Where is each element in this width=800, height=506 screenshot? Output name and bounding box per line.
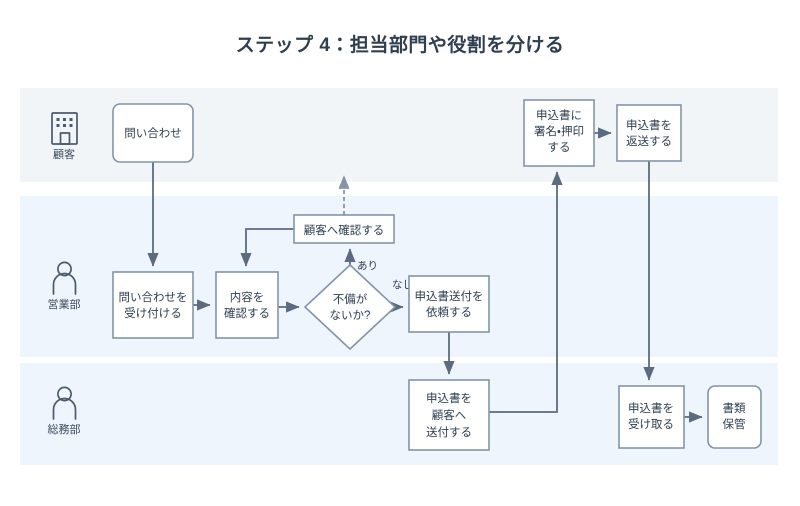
- node-check-content-line1: 内容を: [230, 290, 265, 304]
- lane-label-admin: 総務部: [48, 422, 81, 436]
- node-sign-seal-line1: 申込書に: [536, 108, 582, 122]
- node-send-back-line1: 申込書を: [626, 118, 672, 132]
- node-request-form[interactable]: 申込書送付を 依頼する: [408, 275, 490, 333]
- node-request-form-line1: 申込書送付を: [415, 289, 484, 303]
- node-receive-inquiry[interactable]: 問い合わせを 受け付ける: [112, 271, 194, 339]
- node-defect-check[interactable]: 不備が ないか?: [303, 263, 397, 351]
- node-check-content[interactable]: 内容を 確認する: [215, 271, 279, 339]
- node-send-form-line3: 送付する: [426, 425, 472, 439]
- node-store-docs-line1: 書類: [723, 401, 746, 415]
- node-receive-form-line1: 申込書を: [628, 401, 674, 415]
- node-request-form-line2: 依頼する: [426, 306, 472, 319]
- node-receive-form-line2: 受け取る: [628, 418, 674, 431]
- node-send-form-line2: 顧客へ: [432, 408, 467, 422]
- node-store-docs-line2: 保管: [723, 417, 746, 431]
- building-icon: [51, 112, 78, 145]
- node-sign-seal-line2: 署名・押印: [534, 124, 584, 138]
- node-receive-inquiry-line1: 問い合わせを: [119, 291, 188, 304]
- node-receive-inquiry-line2: 受け付ける: [124, 307, 182, 320]
- edge-confirm-to-check: [240, 228, 294, 267]
- node-send-form[interactable]: 申込書を 顧客へ 送付する: [408, 379, 490, 451]
- lane-label-customer: 顧客: [53, 147, 75, 161]
- node-check-content-line2: 確認する: [224, 306, 270, 320]
- person-icon: [52, 386, 77, 420]
- person-icon: [52, 261, 77, 295]
- node-confirm-customer[interactable]: 顧客へ確認する: [293, 214, 395, 244]
- node-store-docs[interactable]: 書類 保管: [707, 385, 762, 449]
- edge-send-to-sign: [489, 171, 563, 413]
- node-defect-check-line1: 不備が: [333, 292, 368, 306]
- node-send-form-line1: 申込書を: [426, 391, 472, 405]
- node-confirm-customer-label: 顧客へ確認する: [304, 223, 385, 237]
- node-inquiry[interactable]: 問い合わせ: [112, 103, 194, 163]
- node-defect-check-line2: ないか?: [330, 309, 371, 322]
- node-sign-seal-line3: する: [548, 141, 571, 154]
- page-title: ステップ 4：担当部門や役割を分ける: [235, 35, 565, 56]
- node-send-back[interactable]: 申込書を 返送する: [616, 104, 682, 162]
- edge-label-nashi: なし: [392, 279, 413, 291]
- node-receive-form[interactable]: 申込書を 受け取る: [618, 385, 685, 449]
- node-sign-seal[interactable]: 申込書に 署名・押印 する: [523, 99, 595, 167]
- edge-label-ari: あり: [357, 260, 378, 272]
- node-inquiry-label: 問い合わせ: [124, 127, 182, 140]
- node-send-back-line2: 返送する: [626, 134, 672, 148]
- lane-label-sales: 営業部: [48, 297, 81, 311]
